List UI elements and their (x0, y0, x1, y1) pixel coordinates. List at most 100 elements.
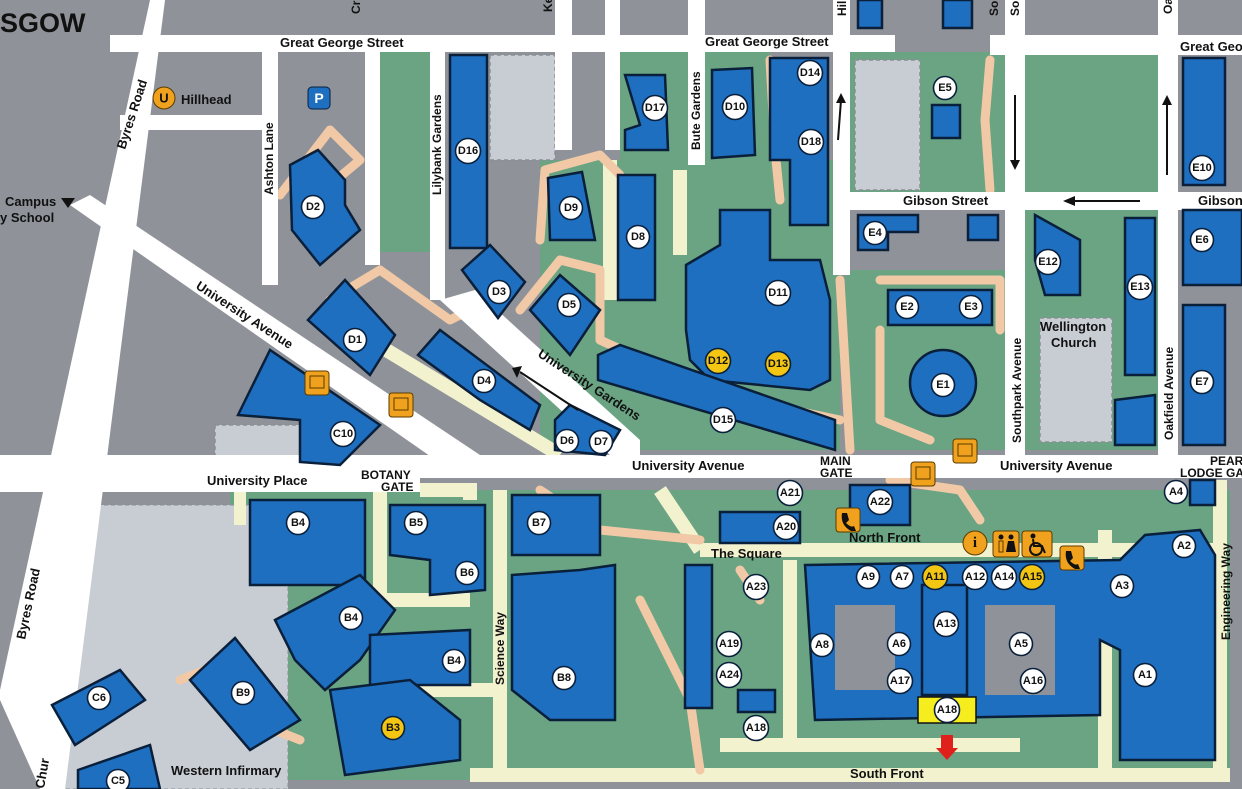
street-ashton-lane: Ashton Lane (262, 122, 276, 195)
building-marker-a11[interactable]: A11 (921, 563, 949, 591)
building-marker-e10[interactable]: E10 (1188, 154, 1216, 182)
building-marker-b9[interactable]: B9 (230, 680, 256, 706)
street-gibson-1: Gibson Street (903, 193, 989, 208)
label-pear: PEAR (1210, 454, 1242, 468)
street-so-1: So (987, 1, 1001, 16)
building-marker-a6[interactable]: A6 (886, 631, 912, 657)
building-marker-label: E7 (1195, 376, 1208, 388)
building-marker-label: A19 (719, 638, 739, 650)
building-marker-c5[interactable]: C5 (105, 768, 131, 789)
street-univ-ave-2: University Avenue (1000, 458, 1112, 473)
building-marker-b6[interactable]: B6 (454, 560, 480, 586)
building-marker-label: A21 (780, 487, 800, 499)
building-marker-a4[interactable]: A4 (1163, 479, 1189, 505)
building-marker-label: A1 (1138, 669, 1152, 681)
building-marker-a17[interactable]: A17 (886, 667, 914, 695)
building-marker-b7[interactable]: B7 (526, 510, 552, 536)
building-marker-a14[interactable]: A14 (990, 563, 1018, 591)
building-marker-a9[interactable]: A9 (855, 564, 881, 590)
building-marker-d4[interactable]: D4 (471, 368, 497, 394)
street-great-george-1: Great George Street (280, 35, 404, 50)
label-hillhead: Hillhead (181, 92, 232, 107)
building-marker-d2[interactable]: D2 (300, 194, 326, 220)
building-marker-e5[interactable]: E5 (932, 75, 958, 101)
building-marker-e2[interactable]: E2 (894, 294, 920, 320)
building-marker-e4[interactable]: E4 (862, 220, 888, 246)
building-marker-a23[interactable]: A23 (742, 573, 770, 601)
building-marker-d16[interactable]: D16 (454, 137, 482, 165)
building-marker-a7[interactable]: A7 (889, 564, 915, 590)
building-marker-c10[interactable]: C10 (329, 420, 357, 448)
building-marker-d14[interactable]: D14 (796, 59, 824, 87)
street-univ-ave-1: University Avenue (632, 458, 744, 473)
building-marker-label: D11 (768, 287, 788, 299)
building-marker-d10[interactable]: D10 (721, 93, 749, 121)
building-marker-b5[interactable]: B5 (403, 510, 429, 536)
label-botany: BOTANY (361, 468, 411, 482)
building-marker-b8[interactable]: B8 (551, 665, 577, 691)
street-hill: Hill (835, 0, 849, 16)
building-marker-a22[interactable]: A22 (866, 488, 894, 516)
building-marker-d9[interactable]: D9 (558, 195, 584, 221)
map-title: SGOW (0, 8, 86, 38)
building-marker-e13[interactable]: E13 (1126, 273, 1154, 301)
building-marker-c6[interactable]: C6 (86, 685, 112, 711)
building-marker-d7[interactable]: D7 (588, 429, 614, 455)
building-marker-a16[interactable]: A16 (1019, 667, 1047, 695)
phone-icon (835, 507, 861, 533)
building-marker-b4b[interactable]: B4 (338, 605, 364, 631)
building-marker-e12[interactable]: E12 (1034, 248, 1062, 276)
building-marker-e1[interactable]: E1 (930, 372, 956, 398)
building-marker-d17[interactable]: D17 (641, 94, 669, 122)
building-marker-b4c[interactable]: B4 (441, 648, 467, 674)
building-marker-label: E6 (1195, 234, 1208, 246)
building-marker-label: D2 (306, 201, 320, 213)
building-marker-a13[interactable]: A13 (932, 610, 960, 638)
street-cr: Cr (349, 0, 363, 14)
building-marker-d13[interactable]: D13 (764, 350, 792, 378)
building-marker-d8[interactable]: D8 (625, 224, 651, 250)
entrance-arrow-icon (936, 735, 958, 760)
street-great-george-3: Great Geo (1180, 39, 1242, 54)
building-marker-a18b[interactable]: A18 (742, 714, 770, 742)
svg-text:i: i (973, 535, 977, 551)
building-marker-a18a[interactable]: A18 (933, 696, 961, 724)
building-marker-b3[interactable]: B3 (380, 715, 406, 741)
building-marker-label: B3 (386, 722, 400, 734)
building-marker-e6[interactable]: E6 (1189, 227, 1215, 253)
building-marker-a12[interactable]: A12 (961, 563, 989, 591)
building-marker-e3[interactable]: E3 (958, 294, 984, 320)
building-marker-a2[interactable]: A2 (1171, 533, 1197, 559)
building-marker-label: D16 (458, 145, 478, 157)
building-marker-label: B5 (409, 517, 423, 529)
building-marker-d12[interactable]: D12 (704, 347, 732, 375)
building-marker-label: A18 (937, 704, 957, 716)
building-marker-b4a[interactable]: B4 (285, 510, 311, 536)
street-oakfield: Oakfield Avenue (1162, 347, 1176, 440)
building-marker-a21[interactable]: A21 (776, 479, 804, 507)
building-marker-a8[interactable]: A8 (809, 632, 835, 658)
building-marker-a19[interactable]: A19 (715, 630, 743, 658)
building-marker-a15[interactable]: A15 (1018, 563, 1046, 591)
building-marker-label: B9 (236, 687, 250, 699)
building-marker-label: D7 (594, 436, 608, 448)
building-marker-a3[interactable]: A3 (1109, 573, 1135, 599)
building-marker-d1[interactable]: D1 (342, 327, 368, 353)
building-marker-a1[interactable]: A1 (1132, 662, 1158, 688)
building-marker-a20[interactable]: A20 (772, 513, 800, 541)
building-marker-a24[interactable]: A24 (715, 661, 743, 689)
building-marker-d11[interactable]: D11 (764, 279, 792, 307)
building-marker-label: A18 (746, 722, 766, 734)
building-marker-a5[interactable]: A5 (1008, 631, 1034, 657)
building-marker-d15[interactable]: D15 (709, 406, 737, 434)
building-marker-d5[interactable]: D5 (556, 292, 582, 318)
building-marker-label: A20 (776, 521, 796, 533)
building-marker-label: E1 (936, 379, 949, 391)
building-marker-d3[interactable]: D3 (486, 279, 512, 305)
building-marker-e7[interactable]: E7 (1189, 369, 1215, 395)
building-marker-d18[interactable]: D18 (797, 128, 825, 156)
building-marker-d6[interactable]: D6 (554, 428, 580, 454)
svg-text:P: P (314, 90, 323, 106)
label-lodge: LODGE GA (1180, 466, 1242, 480)
